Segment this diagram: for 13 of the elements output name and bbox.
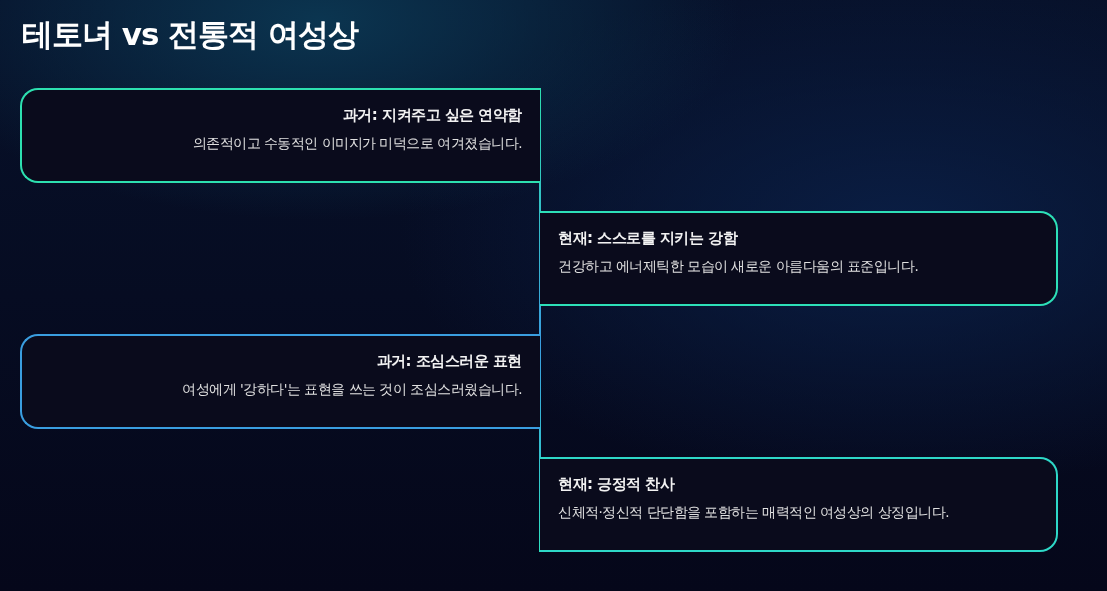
timeline-card [20,88,540,183]
timeline-card [20,334,540,429]
timeline-card [540,457,1058,552]
card-description: 의존적이고 수동적인 이미지가 미덕으로 여겨졌습니다. [191,135,522,153]
card-description: 신체적·정신적 단단함을 포함하는 매력적인 여성상의 상징입니다. [558,504,951,522]
title: 테토녀 vs 전통적 여성상 [22,15,359,54]
card-description: 여성에게 '강하다'는 표현을 쓰는 것이 조심스러웠습니다. [181,381,522,399]
timeline-card [540,211,1058,306]
card-heading: 과거: 지켜주고 싶은 연약함 [341,106,522,125]
card-description: 건강하고 에너제틱한 모습이 새로운 아름다움의 표준입니다. [558,258,920,276]
card-heading: 과거: 조심스러운 표현 [375,352,522,371]
card-heading: 현재: 긍정적 찬사 [558,475,676,494]
card-heading: 현재: 스스로를 지키는 강함 [558,229,739,248]
